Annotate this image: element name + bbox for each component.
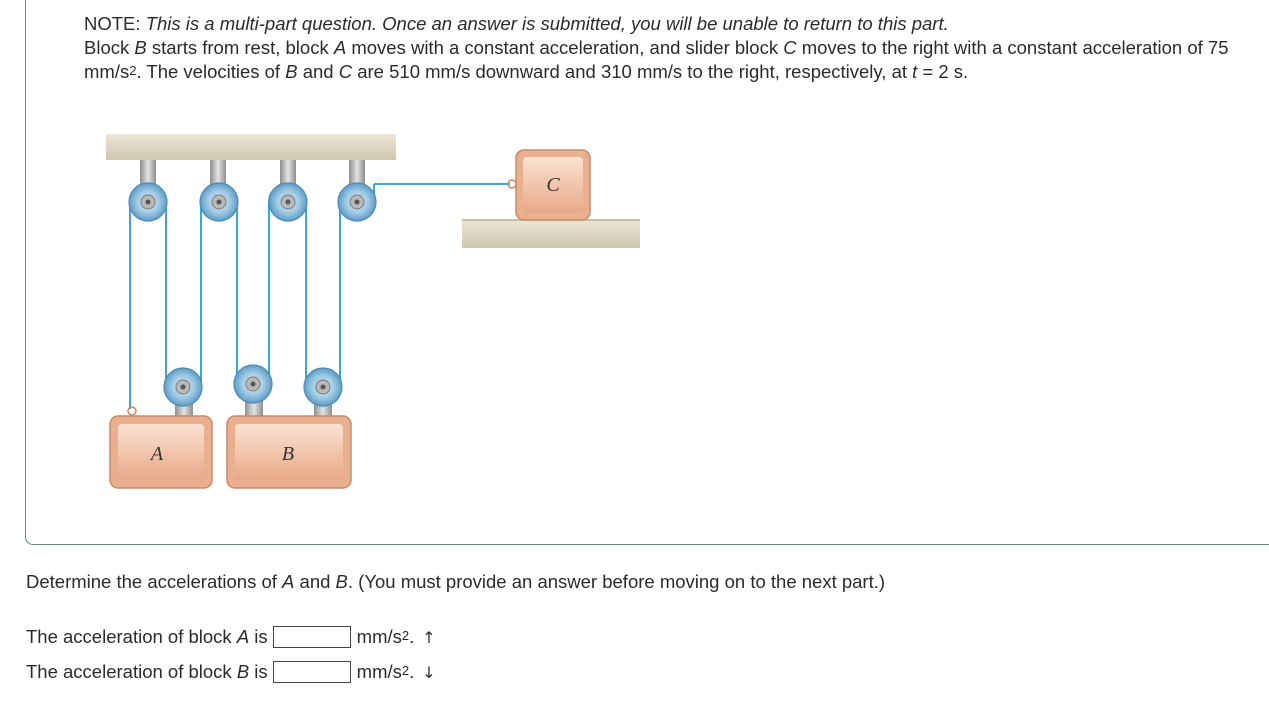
block-a: A xyxy=(109,415,213,489)
block-b: B xyxy=(226,415,352,489)
text-segment: and xyxy=(297,61,339,82)
text-segment: . The velocities of xyxy=(136,61,286,82)
problem-text: Block B starts from rest, block A moves … xyxy=(84,36,1249,86)
text-segment: moves to the right with a constant accel… xyxy=(84,37,1229,82)
text-segment: Determine the accelerations of xyxy=(26,571,283,592)
exponent: 2 xyxy=(401,663,410,678)
var-a: A xyxy=(282,571,295,592)
answer-row-a: The acceleration of block A is mm/s2. ↑ xyxy=(26,626,436,648)
unit-period: . xyxy=(409,661,415,682)
var-t: t xyxy=(912,61,918,82)
text-segment: The acceleration of block xyxy=(26,626,237,647)
var-b: B xyxy=(285,61,298,82)
var-a: A xyxy=(236,626,250,647)
var-b: B xyxy=(236,661,250,682)
label-a: A xyxy=(149,443,164,465)
text-segment: Block xyxy=(84,37,135,58)
note-line: NOTE: This is a multi-part question. Onc… xyxy=(84,12,1249,36)
text-segment: are 510 mm/s downward and 310 mm/s to th… xyxy=(352,61,913,82)
pulley-diagram-svg: A B C xyxy=(106,134,640,489)
top-pulleys xyxy=(128,182,377,222)
var-c: C xyxy=(783,37,797,58)
var-b: B xyxy=(134,37,147,58)
text-segment: The acceleration of block xyxy=(26,661,237,682)
problem-statement: NOTE: This is a multi-part question. Onc… xyxy=(84,12,1249,86)
question-prompt: Determine the accelerations of A and B. … xyxy=(26,571,885,593)
text-segment: is xyxy=(249,661,268,682)
top-brackets xyxy=(140,160,365,202)
exponent: 2 xyxy=(401,628,410,643)
unit-text: mm/s xyxy=(356,661,402,682)
answer-a-label: The acceleration of block A is xyxy=(26,626,268,648)
acceleration-b-input[interactable] xyxy=(272,661,351,683)
var-c: C xyxy=(338,61,353,82)
pulley-diagram: A B C xyxy=(100,128,645,498)
text-segment: starts from rest, block xyxy=(146,37,334,58)
ceiling-support xyxy=(106,134,396,160)
unit-text: mm/s xyxy=(356,626,402,647)
label-c: C xyxy=(546,174,560,196)
arrow-down-icon: ↓ xyxy=(422,662,436,682)
text-segment: = 2 s. xyxy=(917,61,969,82)
answer-row-b: The acceleration of block B is mm/s2. ↓ xyxy=(26,661,436,683)
unit-a: mm/s2. xyxy=(357,626,415,648)
text-segment: moves with a constant acceleration, and … xyxy=(346,37,784,58)
text-segment: and xyxy=(294,571,336,592)
unit-b: mm/s2. xyxy=(357,661,415,683)
hook-a xyxy=(127,406,137,416)
exponent: 2 xyxy=(129,63,137,78)
var-b: B xyxy=(335,571,348,592)
note-prefix: NOTE: xyxy=(84,13,146,34)
block-c: C xyxy=(515,149,591,221)
problem-panel xyxy=(25,0,1269,545)
label-b: B xyxy=(282,443,294,465)
acceleration-a-input[interactable] xyxy=(272,626,351,648)
arrow-up-icon: ↑ xyxy=(422,627,436,647)
answer-b-label: The acceleration of block B is xyxy=(26,661,268,683)
note-text: This is a multi-part question. Once an a… xyxy=(145,13,949,34)
var-a: A xyxy=(333,37,347,58)
slider-ground xyxy=(462,220,640,248)
bottom-pulleys xyxy=(163,364,343,407)
unit-period: . xyxy=(409,626,415,647)
text-segment: is xyxy=(249,626,268,647)
text-segment: . (You must provide an answer before mov… xyxy=(347,571,886,592)
